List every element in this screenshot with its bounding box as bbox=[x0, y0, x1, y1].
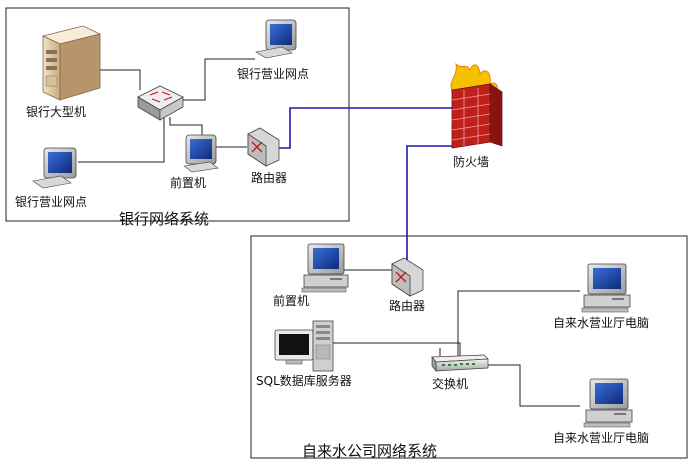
switch-label: 交换机 bbox=[432, 376, 468, 391]
water-front-end-pc-icon bbox=[301, 243, 349, 293]
bank-branch-pc-bottom-icon bbox=[32, 147, 77, 189]
water-front-end-label: 前置机 bbox=[273, 293, 309, 308]
water-hall-pc-2-icon bbox=[583, 378, 633, 428]
bank-branch-top-label: 银行营业网点 bbox=[237, 67, 309, 81]
water-hall-pc-1-label: 自来水营业厅电脑 bbox=[553, 316, 649, 330]
water-hall-pc-2-label: 自来水营业厅电脑 bbox=[553, 431, 649, 445]
wan-links bbox=[278, 107, 455, 262]
bank-front-end-pc-icon bbox=[183, 134, 219, 173]
bank-network-title: 银行网络系统 bbox=[119, 210, 209, 228]
bank-front-end-label: 前置机 bbox=[170, 175, 206, 190]
bank-router-label: 路由器 bbox=[251, 170, 287, 185]
bank-hub-icon bbox=[137, 85, 184, 121]
water-network-title: 自来水公司网络系统 bbox=[302, 442, 437, 460]
switch-icon bbox=[431, 354, 489, 372]
water-router-icon bbox=[391, 257, 424, 297]
bank-router-icon bbox=[247, 127, 280, 167]
bank-branch-bottom-label: 银行营业网点 bbox=[15, 195, 87, 209]
firewall-icon bbox=[450, 62, 503, 149]
sql-server-icon bbox=[274, 320, 334, 372]
firewall-label: 防火墙 bbox=[453, 154, 489, 169]
bank-mainframe-label: 银行大型机 bbox=[26, 105, 86, 119]
water-router-label: 路由器 bbox=[389, 298, 425, 313]
bank-network-boundary bbox=[5, 7, 350, 222]
bank-mainframe-icon bbox=[41, 25, 102, 101]
bank-branch-pc-top-icon bbox=[255, 19, 297, 59]
water-hall-pc-1-icon bbox=[581, 263, 631, 313]
sql-server-label: SQL数据库服务器 bbox=[256, 373, 352, 388]
water-network-boundary bbox=[250, 235, 688, 459]
